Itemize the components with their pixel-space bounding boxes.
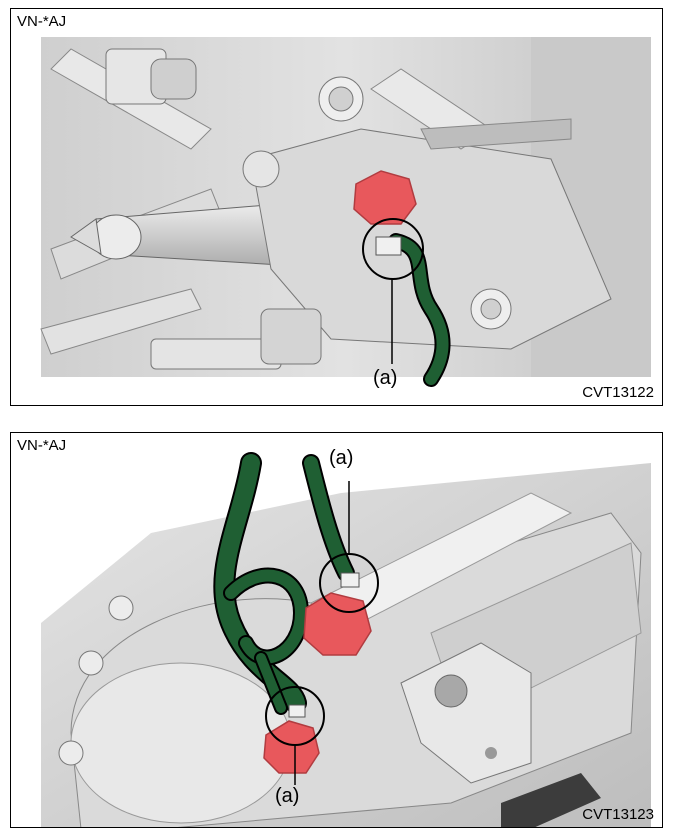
callout-circle [362,218,424,280]
ground-wire [213,452,355,715]
figure-id: CVT13123 [582,806,654,823]
illustration-panel-2: VN-*AJ (a) (a) CVT13123 [10,432,663,828]
transmission-illustration-1 [40,37,651,387]
transmission-illustration-2 [41,452,651,827]
bolt-marker [353,170,417,225]
callout-label-top: (a) [329,447,354,469]
bolt-marker [263,720,320,774]
bolt-marker [303,592,372,656]
figure-id: CVT13122 [582,384,654,401]
callout-label: (a) [373,367,398,389]
model-code: VN-*AJ [17,13,67,30]
illustration-panel-1: VN-*AJ (a) CVT13122 [10,8,663,406]
model-code: VN-*AJ [17,437,67,454]
callout-label-bottom: (a) [275,785,300,807]
